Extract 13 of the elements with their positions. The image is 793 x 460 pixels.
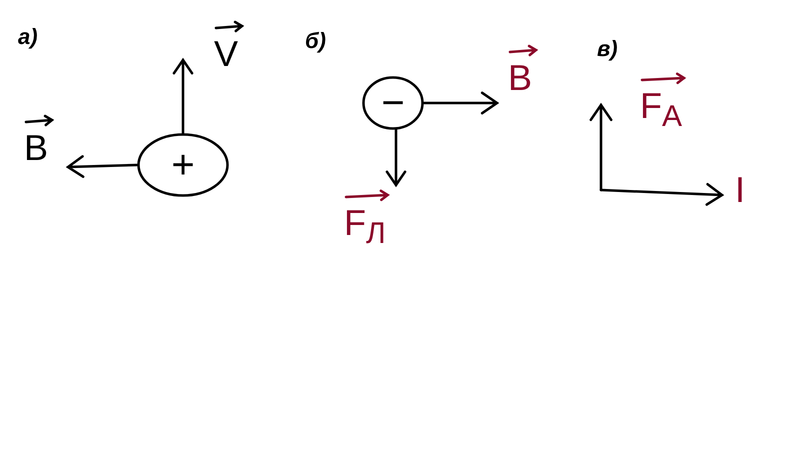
vector-label: B	[508, 60, 532, 96]
vector-label: B	[24, 130, 48, 166]
panel-label: б)	[305, 30, 326, 52]
charge-sign: −	[380, 83, 406, 123]
panel-label: в)	[597, 38, 618, 60]
charge-circle	[137, 133, 229, 197]
charge-sign: +	[170, 145, 196, 185]
vector-label: F$_{A}$	[640, 88, 682, 132]
vector-label: F$_{Л}$	[344, 205, 386, 250]
charge-circle	[362, 76, 424, 130]
vector-label: V	[214, 36, 238, 72]
current-label: I	[735, 172, 746, 208]
panel-label: а)	[18, 26, 38, 48]
